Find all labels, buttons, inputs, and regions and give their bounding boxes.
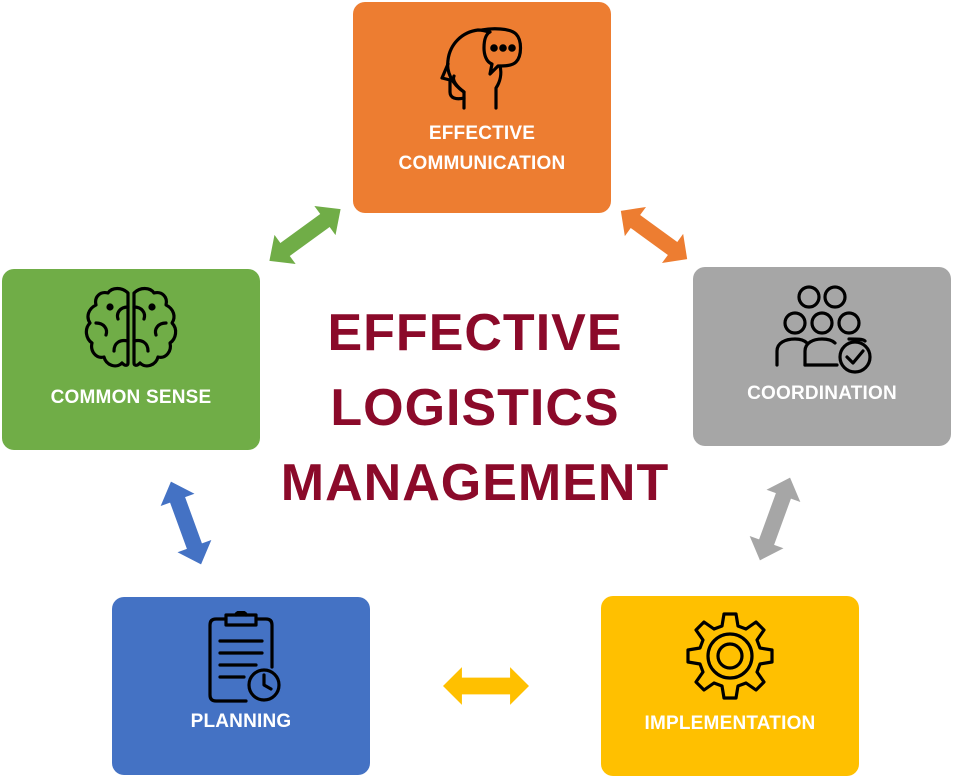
node-implementation: IMPLEMENTATION [601, 596, 859, 776]
arrow-planning-implementation [443, 667, 529, 705]
node-label: COMMON SENSE [50, 387, 212, 408]
node-label: PLANNING [190, 711, 292, 732]
head-speech-bubble-icon [434, 20, 530, 115]
node-planning: PLANNING [112, 597, 370, 775]
arrow-commonsense-planning [154, 475, 218, 571]
node-coordination: COORDINATION [693, 267, 951, 446]
node-label: IMPLEMENTATION [644, 713, 816, 734]
node-effective-communication: EFFECTIVE COMMUNICATION [353, 2, 611, 213]
team-check-icon [767, 283, 877, 380]
arrow-commonsense-communication [258, 194, 352, 276]
node-label: EFFECTIVE COMMUNICATION [398, 123, 566, 174]
node-common-sense: COMMON SENSE [2, 269, 260, 450]
center-title: EFFECTIVE LOGISTICS MANAGEMENT [280, 304, 670, 512]
gear-icon [684, 610, 776, 707]
node-label: COORDINATION [747, 383, 897, 404]
brain-icon [82, 285, 180, 376]
arrow-communication-coordination [610, 196, 698, 274]
clipboard-clock-icon [198, 610, 284, 710]
arrow-coordination-implementation [743, 471, 807, 567]
